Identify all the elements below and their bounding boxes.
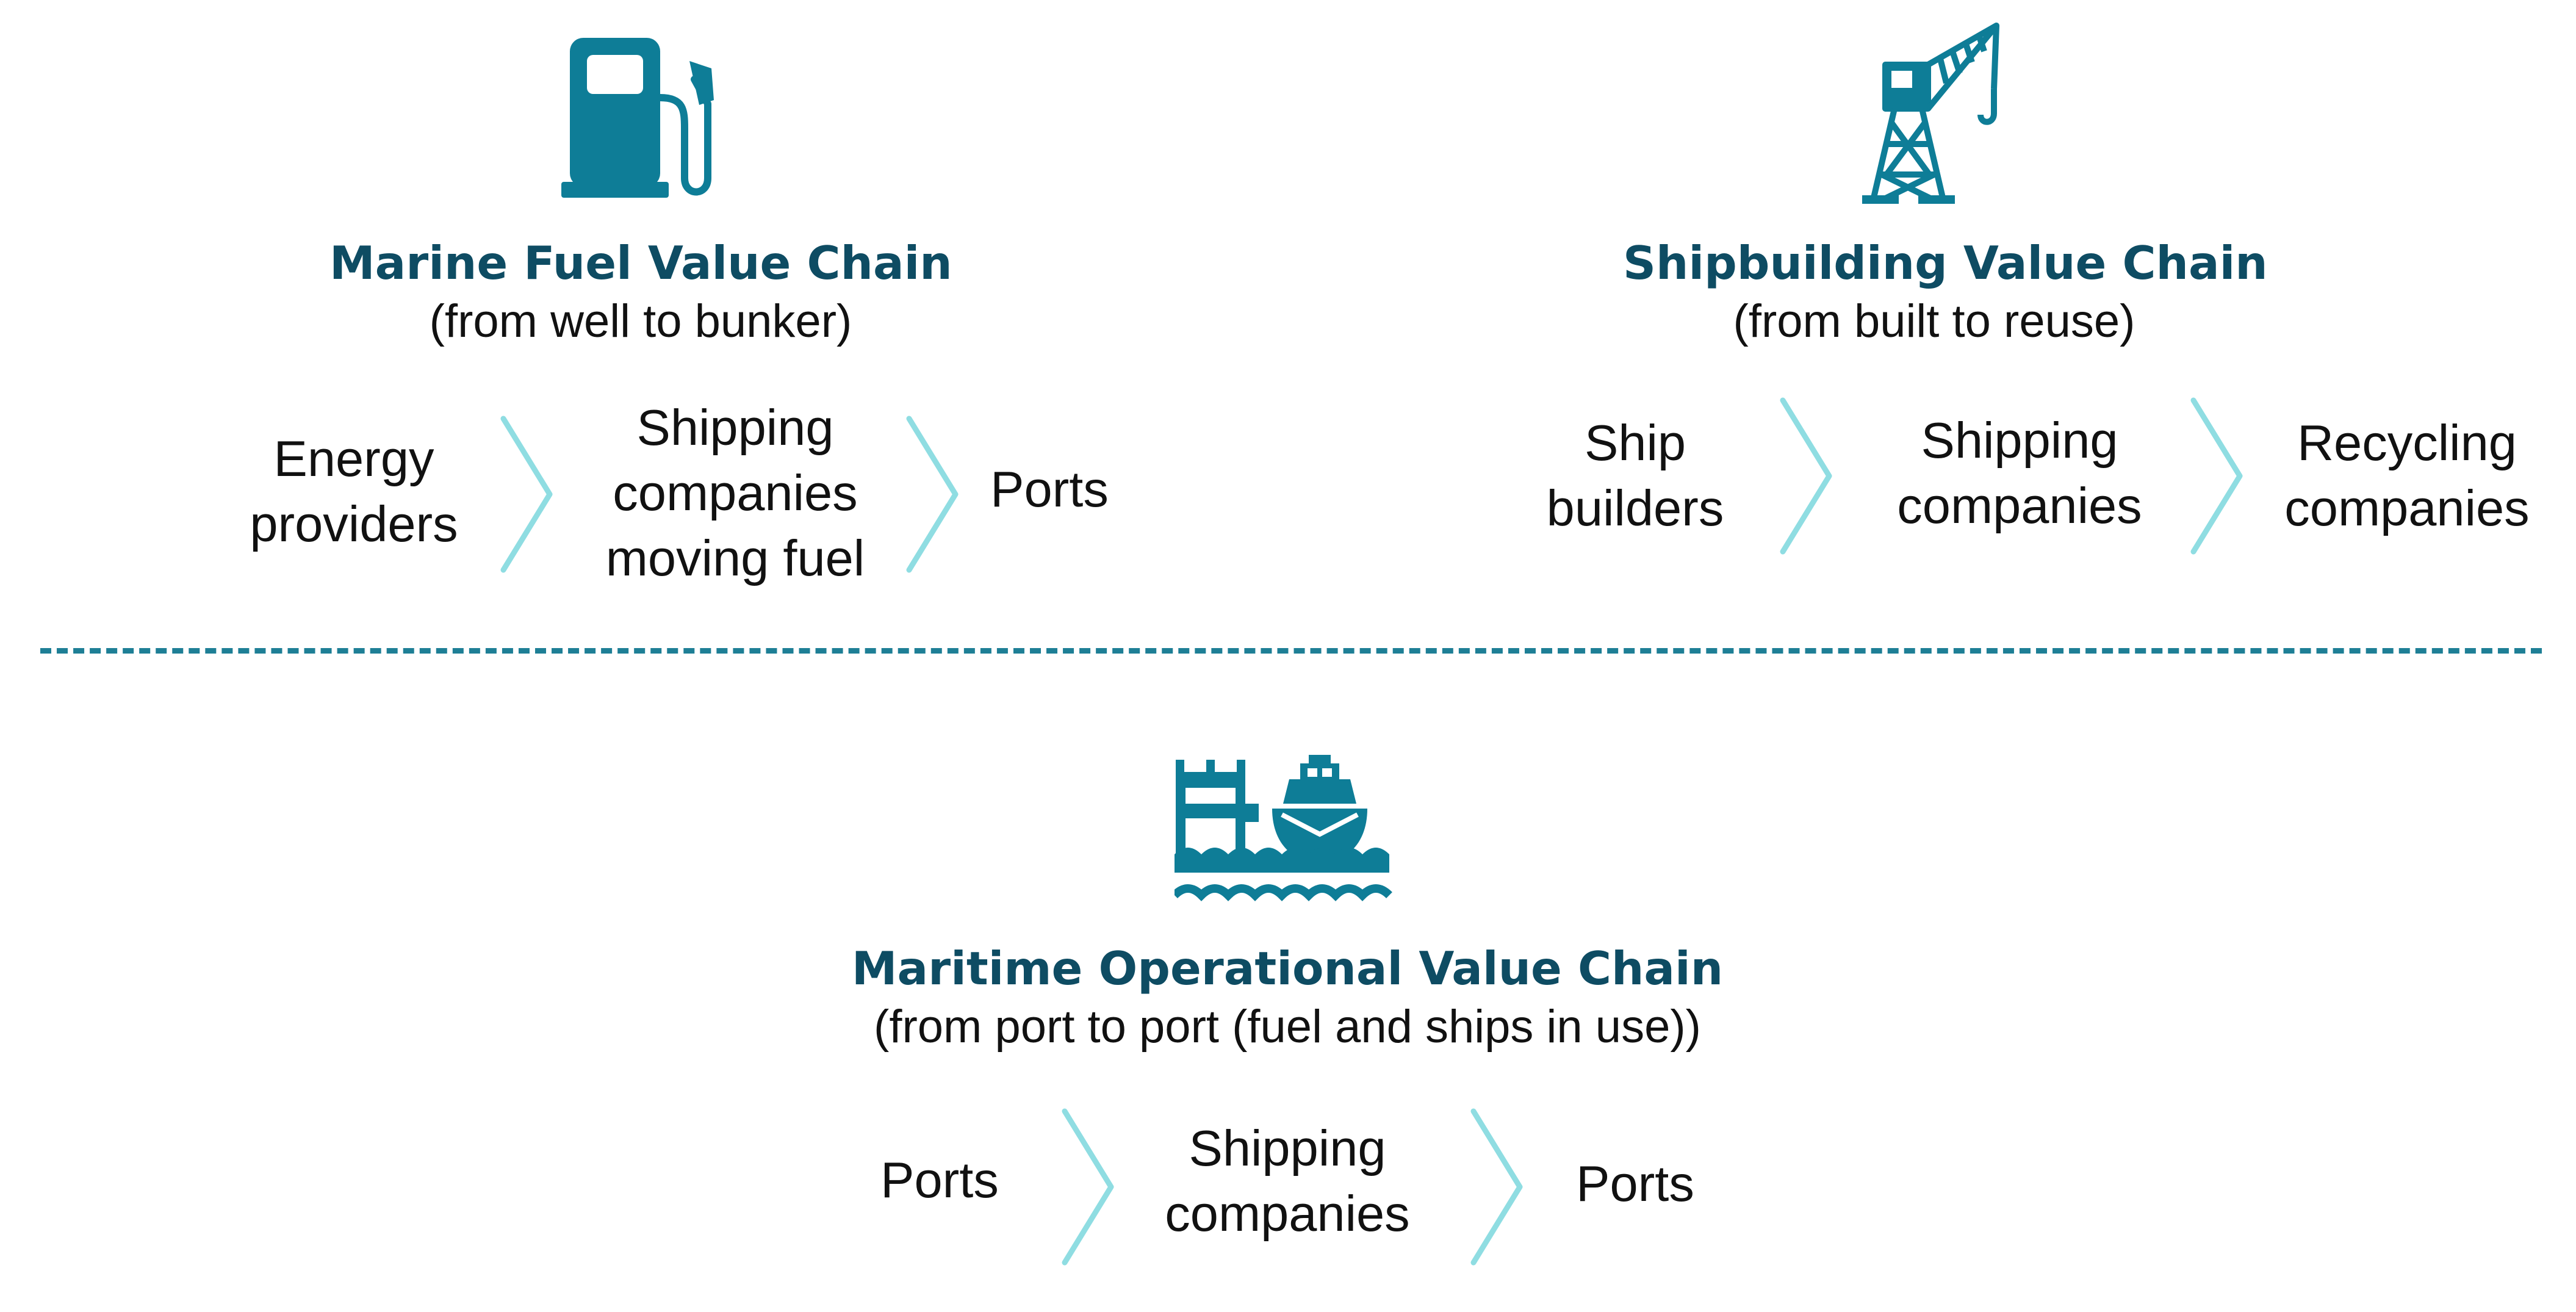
step-line: moving fuel [605,530,865,586]
marine-fuel-title: Marine Fuel Value Chain [329,236,952,290]
chevron-right-icon [500,416,553,573]
step-line: companies [1897,477,2142,534]
shipbuilding-title: Shipbuilding Value Chain [1623,236,2268,290]
chevron-right-icon [2190,397,2243,555]
step-line: Recycling [2297,414,2517,471]
step-energy-providers: Energy providers [226,426,482,557]
step-line: Ports [1576,1155,1694,1212]
shipbuilding-subtitle: (from built to reuse) [1733,295,2135,347]
step-shipping-companies: Shipping companies [1147,1116,1428,1246]
step-ports-origin: Ports [854,1147,1025,1213]
step-line: companies [1165,1185,1410,1242]
step-line: Ship [1584,414,1686,471]
step-line: Shipping [1189,1120,1386,1177]
step-line: providers [250,496,458,552]
step-line: Energy [273,430,434,487]
step-line: Shipping [1921,412,2118,469]
chevron-right-icon [1470,1108,1523,1266]
chevron-right-icon [1062,1108,1114,1266]
step-line: companies [2284,480,2530,536]
step-line: Ports [880,1152,999,1208]
port-and-ship-icon [1175,755,1392,901]
step-line: companies [613,464,858,521]
step-shipping-companies: Shipping companies [1879,408,2160,538]
step-recycling-companies: Recycling companies [2258,410,2556,541]
maritime-operational-title: Maritime Operational Value Chain [851,942,1724,995]
step-shipping-companies-moving-fuel: Shipping companies moving fuel [580,395,891,591]
step-line: Ports [990,461,1109,517]
marine-fuel-subtitle: (from well to bunker) [429,295,852,347]
chevron-right-icon [1780,397,1832,555]
section-divider [40,648,2542,654]
step-line: Shipping [636,399,834,456]
step-line: builders [1546,480,1724,536]
step-ports-destination: Ports [1550,1151,1721,1216]
crane-icon [1862,23,1999,204]
step-ship-builders: Ship builders [1513,410,1757,541]
step-ports: Ports [964,456,1135,522]
chevron-right-icon [906,416,959,573]
maritime-operational-subtitle: (from port to port (fuel and ships in us… [874,1001,1701,1053]
fuel-pump-icon [561,38,714,198]
